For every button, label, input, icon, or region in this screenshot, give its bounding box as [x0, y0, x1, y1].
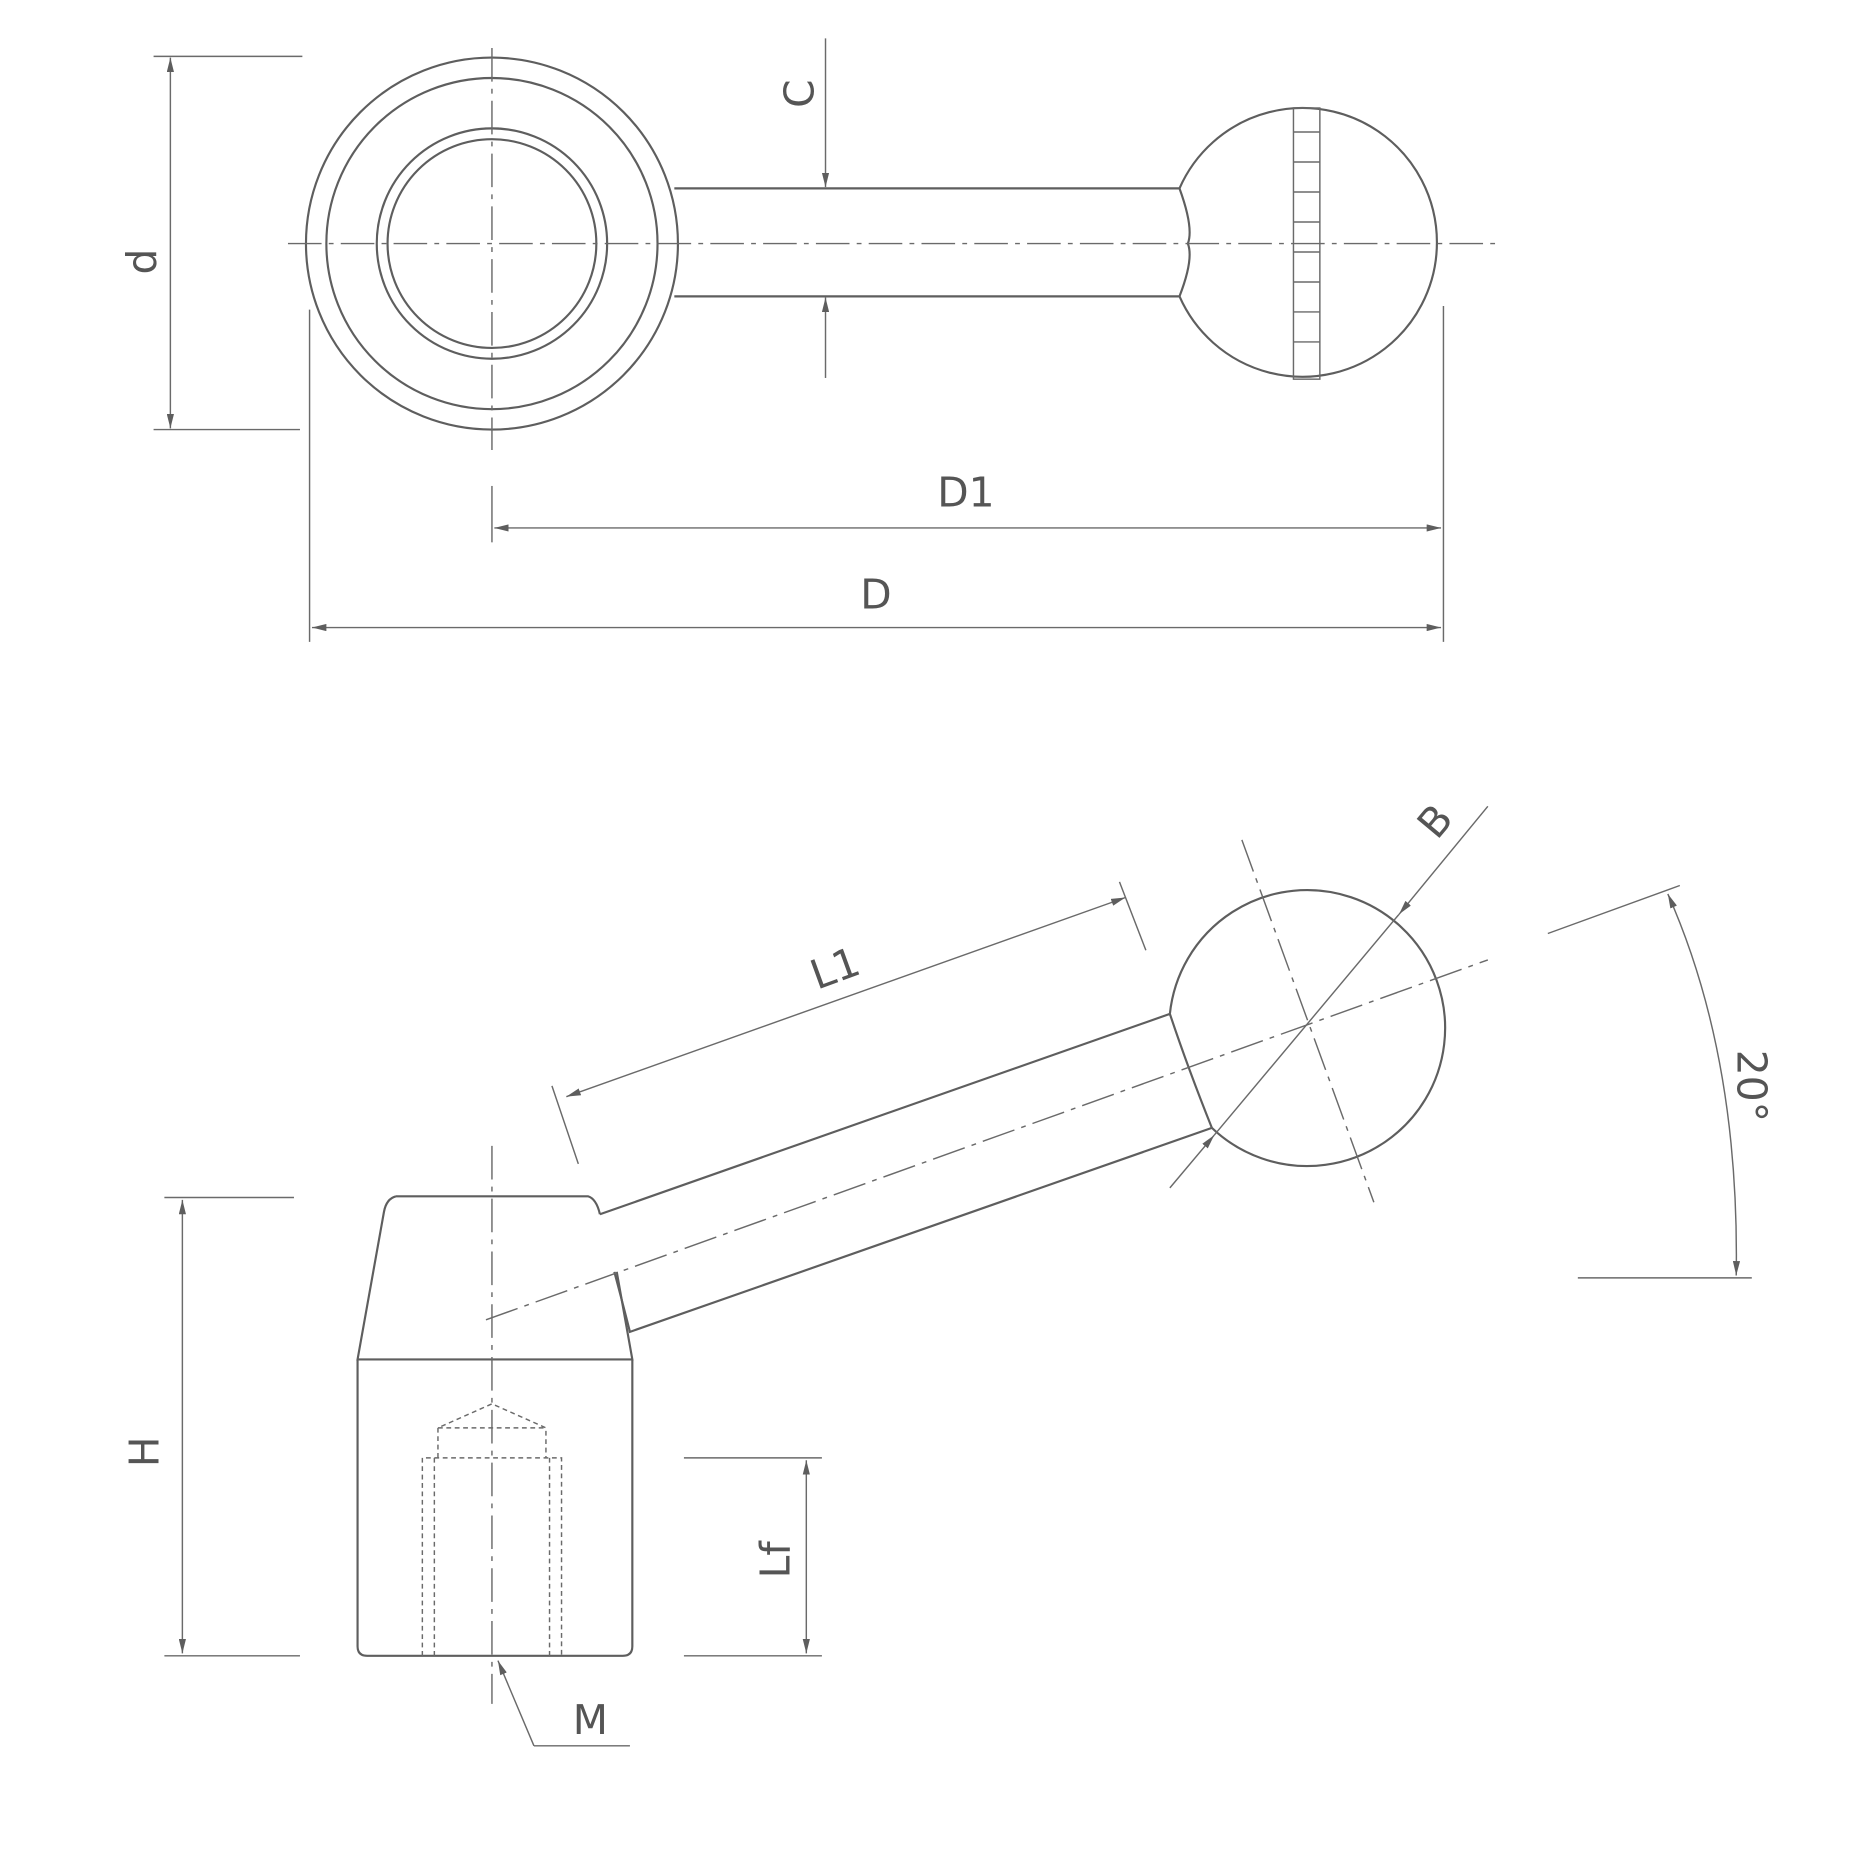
- dimension-lf: Lf: [683, 1457, 822, 1657]
- dimension-d: d: [118, 55, 303, 431]
- label-c: C: [776, 79, 824, 107]
- threaded-hole: [421, 1403, 563, 1656]
- dimension-h: H: [120, 1196, 300, 1657]
- label-m: M: [573, 1696, 608, 1744]
- lever-centerline: [485, 959, 1489, 1321]
- label-h: H: [120, 1437, 168, 1468]
- lever-arm: [674, 187, 1191, 298]
- label-lf: Lf: [752, 1540, 800, 1579]
- label-d: d: [118, 249, 166, 275]
- top-view: d C D1 D: [118, 38, 1503, 642]
- dimension-m: M: [497, 1660, 630, 1747]
- ball-centerline: [1241, 839, 1375, 1203]
- dimension-l1: L1: [551, 881, 1147, 1165]
- label-angle: 20°: [1727, 1050, 1775, 1122]
- lever-arm-side: [599, 1012, 1213, 1334]
- ball-knob: [1178, 106, 1439, 378]
- label-l1: L1: [804, 937, 866, 999]
- label-D: D: [860, 570, 891, 618]
- hub-body: [356, 1195, 634, 1657]
- dimension-c: C: [776, 38, 830, 378]
- dimension-D: D: [308, 309, 1442, 642]
- side-view: B L1 20° H Lf M: [120, 795, 1775, 1747]
- dimension-d1: D1: [491, 305, 1445, 642]
- dimension-angle: 20°: [1547, 884, 1775, 1279]
- ball-knob-side: [1168, 889, 1447, 1168]
- label-b: B: [1408, 795, 1463, 847]
- label-d1: D1: [937, 468, 994, 516]
